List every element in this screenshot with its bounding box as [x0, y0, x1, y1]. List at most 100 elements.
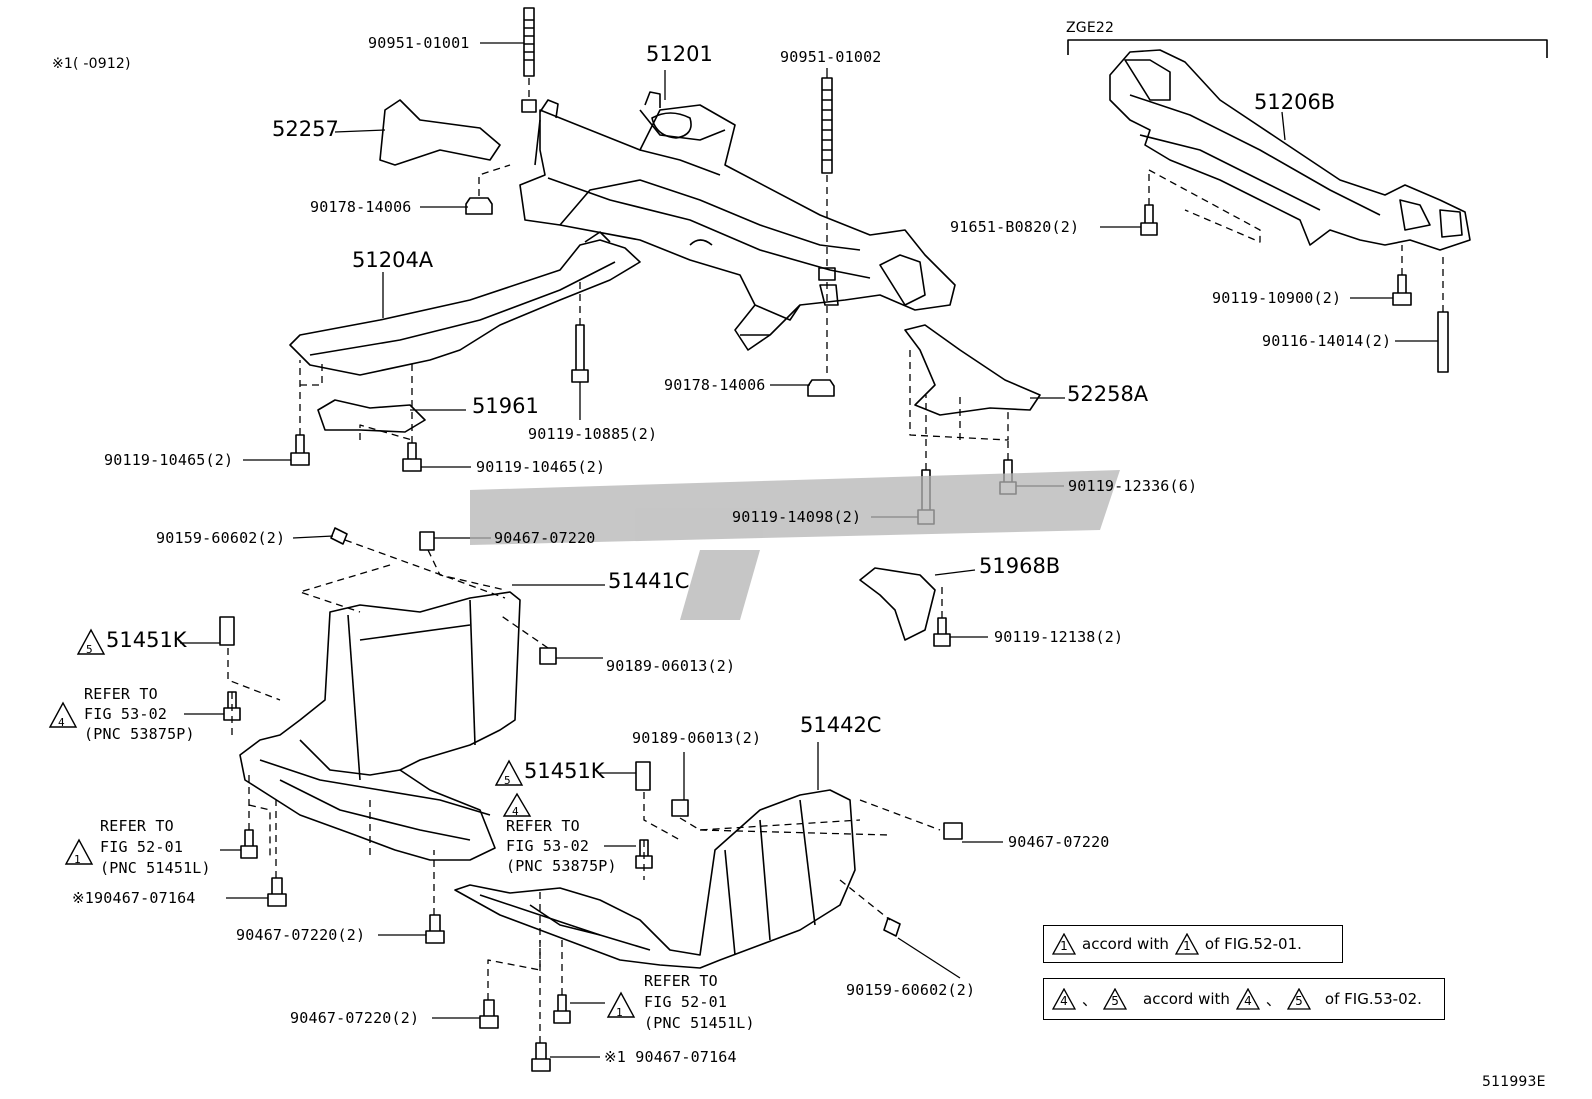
- triangle-5-num-c: 5: [1111, 994, 1119, 1008]
- part-51206B[interactable]: 51206B: [1254, 90, 1336, 114]
- code-90189-06013-b[interactable]: 90189-06013(2): [632, 729, 762, 747]
- triangle-1-icon-c: 1: [1052, 933, 1076, 955]
- code-90467-07164-a[interactable]: 90467-07164: [94, 889, 196, 907]
- note-accord-with-b: accord with: [1143, 990, 1230, 1008]
- part-51441C[interactable]: 51441C: [608, 569, 690, 593]
- refer-fig-53-02-a[interactable]: FIG 53-02: [84, 705, 168, 723]
- triangle-1-num-a: 1: [74, 853, 81, 866]
- model-bracket: [1067, 39, 1548, 58]
- triangle-marks: [48, 628, 636, 1018]
- note-fig-53-02: of FIG.53-02.: [1324, 990, 1422, 1008]
- model-code: ZGE22: [1066, 20, 1115, 36]
- code-90467-07220-2b[interactable]: 90467-07220(2): [290, 1009, 420, 1027]
- triangle-1-icon-b: [606, 991, 636, 1018]
- dashed-guides: [227, 78, 1444, 1043]
- triangle-1-num-c: 1: [1060, 939, 1068, 953]
- code-90119-12336[interactable]: 90119-12336(6): [1068, 477, 1198, 495]
- triangle-1-icon-a: [64, 838, 94, 865]
- code-90119-10465-a[interactable]: 90119-10465(2): [104, 451, 234, 469]
- code-90159-60602-a[interactable]: 90159-60602(2): [156, 529, 286, 547]
- cover-51441C-shape: [239, 591, 521, 861]
- part-51451K-a[interactable]: 51451K: [106, 628, 187, 652]
- bracket-52258A-shape: [904, 324, 1041, 416]
- crossmember-51206B-shape: [1109, 49, 1471, 251]
- triangle-4-num-a: 4: [58, 716, 65, 729]
- part-51968B[interactable]: 51968B: [979, 554, 1061, 578]
- part-52257[interactable]: 52257: [272, 117, 339, 141]
- brace-51204A-shape: [289, 231, 641, 376]
- triangle-5-icon-c: 5: [1103, 988, 1128, 1010]
- code-90178-14006-a[interactable]: 90178-14006: [310, 198, 412, 216]
- code-90119-14098[interactable]: 90119-14098(2): [732, 508, 862, 526]
- triangle-5-icon-b: [494, 759, 524, 786]
- fasteners: [219, 7, 1449, 1072]
- crossmember-51201-shape: [519, 91, 956, 351]
- triangle-5-num-d: 5: [1295, 994, 1303, 1008]
- note-date-range: ※1( -0912): [52, 56, 131, 72]
- plate-51961-shape: [317, 399, 426, 433]
- code-91651-B0820[interactable]: 91651-B0820(2): [950, 218, 1080, 236]
- part-51451K-b[interactable]: 51451K: [524, 759, 605, 783]
- triangle-4-num-b: 4: [512, 805, 519, 818]
- refer-to-c: REFER TO: [506, 817, 580, 835]
- part-51204A[interactable]: 51204A: [352, 248, 434, 272]
- part-52258A[interactable]: 52258A: [1067, 382, 1149, 406]
- star-1-mark-b: ※1: [604, 1048, 626, 1066]
- watermark-logo: [470, 470, 1120, 620]
- bracket-52257-shape: [379, 99, 501, 166]
- note-separator-a: 、: [1082, 990, 1098, 1009]
- triangle-4-icon-c: 4: [1052, 988, 1076, 1010]
- refer-pnc-53875P-a: (PNC 53875P): [84, 725, 195, 743]
- code-90467-07220-a[interactable]: 90467-07220: [494, 529, 596, 547]
- triangle-1-num-d: 1: [1183, 939, 1191, 953]
- refer-pnc-51451L-d: (PNC 51451L): [644, 1014, 755, 1032]
- note-box-fig-52-01: 1 accord with 1 of FIG.52-01.: [1043, 925, 1343, 963]
- code-90467-07164-b[interactable]: 90467-07164: [635, 1048, 737, 1066]
- code-90119-12138[interactable]: 90119-12138(2): [994, 628, 1124, 646]
- part-51961[interactable]: 51961: [472, 394, 539, 418]
- note-separator-b: 、: [1265, 990, 1281, 1009]
- code-90467-07220-b[interactable]: 90467-07220: [1008, 833, 1110, 851]
- star-note-a: ※190467-07164: [72, 890, 196, 907]
- code-90189-06013-a[interactable]: 90189-06013(2): [606, 657, 736, 675]
- code-90119-10465-b[interactable]: 90119-10465(2): [476, 458, 606, 476]
- triangle-1-icon-d: 1: [1174, 933, 1199, 955]
- cover-51442C-shape: [454, 789, 856, 969]
- note-accord-with-a: accord with: [1082, 935, 1169, 953]
- triangle-4-icon-a: [48, 701, 78, 728]
- star-note-b: ※1 90467-07164: [604, 1049, 737, 1066]
- code-90951-01002[interactable]: 90951-01002: [780, 48, 882, 66]
- part-51442C[interactable]: 51442C: [800, 713, 882, 737]
- triangle-4-icon-d: 4: [1235, 988, 1260, 1010]
- star-1-mark-a: ※1: [72, 889, 94, 907]
- triangle-1-num-b: 1: [616, 1006, 623, 1019]
- code-90119-10900[interactable]: 90119-10900(2): [1212, 289, 1342, 307]
- triangle-5-icon-a: [76, 628, 106, 655]
- code-90119-10885[interactable]: 90119-10885(2): [528, 425, 658, 443]
- triangle-5-num-b: 5: [504, 774, 511, 787]
- diagram-id: 511993E: [1482, 1074, 1546, 1090]
- refer-pnc-51451L-b: (PNC 51451L): [100, 859, 211, 877]
- refer-to-d: REFER TO: [644, 972, 718, 990]
- refer-to-b: REFER TO: [100, 817, 174, 835]
- triangle-4-icon-b: [502, 792, 532, 817]
- refer-fig-52-01-d[interactable]: FIG 52-01: [644, 993, 728, 1011]
- bracket-51968B-shape: [859, 567, 936, 641]
- code-90178-14006-b[interactable]: 90178-14006: [664, 376, 766, 394]
- refer-fig-52-01-b[interactable]: FIG 52-01: [100, 838, 184, 856]
- code-90467-07220-2a[interactable]: 90467-07220(2): [236, 926, 366, 944]
- triangle-5-num-a: 5: [86, 643, 93, 656]
- code-90116-14014[interactable]: 90116-14014(2): [1262, 332, 1392, 350]
- refer-fig-53-02-c[interactable]: FIG 53-02: [506, 837, 590, 855]
- triangle-4-num-d: 4: [1244, 994, 1252, 1008]
- triangle-5-icon-d: 5: [1286, 988, 1311, 1010]
- refer-pnc-53875P-c: (PNC 53875P): [506, 857, 617, 875]
- refer-to-a: REFER TO: [84, 685, 158, 703]
- code-90159-60602-b[interactable]: 90159-60602(2): [846, 981, 976, 999]
- code-90951-01001[interactable]: 90951-01001: [368, 34, 470, 52]
- part-51201[interactable]: 51201: [646, 42, 713, 66]
- note-box-fig-53-02: 4 、 5 accord with 4 、 5 of FIG.53-02.: [1043, 978, 1445, 1020]
- note-fig-52-01: of FIG.52-01.: [1204, 935, 1302, 953]
